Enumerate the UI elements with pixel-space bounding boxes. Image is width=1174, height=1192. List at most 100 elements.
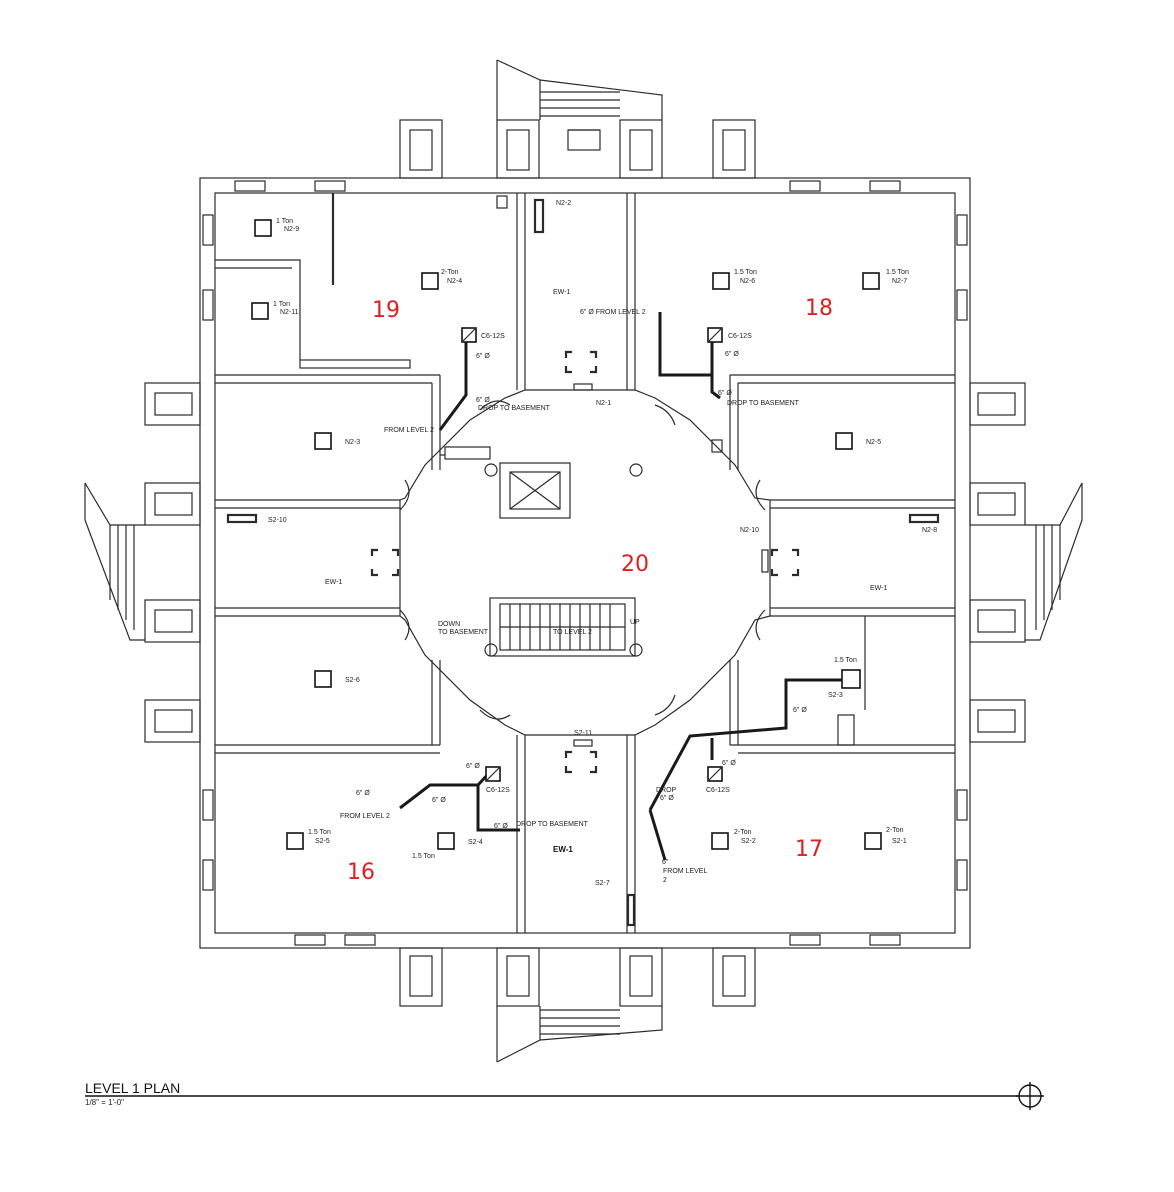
label-ew1-west: EW-1 [325,579,342,586]
label-down: DOWN [438,621,460,628]
label-c6-nw: C6-12S [481,333,505,340]
equipment-labels: N2-2 1 Ton N2-9 1 Ton N2-11 2-Ton N2-4 E… [268,200,937,887]
label-sw-dia4: 6" Ø [494,823,508,830]
label-n2-5: N2-5 [866,439,881,446]
label-ew1-north: EW-1 [553,289,570,296]
label-n2-9-ton: 1 Ton [276,218,293,225]
label-n2-6-ton: 1.5 Ton [734,269,757,276]
label-s2-1: S2-1 [892,838,907,845]
label-n2-1: N2-1 [596,400,611,407]
label-n2-3: N2-3 [345,439,360,446]
label-dia-ne1: 6" Ø [725,351,739,358]
room-number-16: 16 [347,860,375,885]
label-dia-nw2: 6" Ø [476,397,490,404]
plan-title: LEVEL 1 PLAN [85,1080,180,1096]
label-up: UP [630,619,640,626]
label-se-drop1: DROP [656,787,677,794]
label-se-dia1: 6" Ø [793,707,807,714]
label-n2-2: N2-2 [556,200,571,207]
label-c6-se: C6-12S [706,787,730,794]
label-s2-2: S2-2 [741,838,756,845]
label-s2-10: S2-10 [268,517,287,524]
unit-n2-4 [421,272,439,290]
label-sw-dia1: 6" Ø [466,763,480,770]
label-se-from3: 2 [663,877,667,884]
label-from-level2-ne: 6" Ø FROM LEVEL 2 [580,309,646,316]
label-n2-11-ton: 1 Ton [273,301,290,308]
room-number-18: 18 [805,296,833,321]
label-sw-dia2: 6" Ø [356,790,370,797]
c6-box-se [707,766,723,782]
label-s2-7: S2-7 [595,880,610,887]
label-ew1-south: EW-1 [553,845,573,854]
label-s2-6: S2-6 [345,677,360,684]
unit-s2-1 [864,832,882,850]
label-sw-from: FROM LEVEL 2 [340,813,390,820]
label-c6-ne: C6-12S [728,333,752,340]
unit-n2-6 [712,272,730,290]
fan-symbol-west [370,548,400,577]
unit-n2-7 [862,272,880,290]
label-s2-5: S2-5 [315,838,330,845]
label-se-drop2: 6" Ø [660,795,674,802]
label-dia-ne2: 6" Ø [718,390,732,397]
label-n2-7-ton: 1.5 Ton [886,269,909,276]
unit-n2-5 [835,432,853,450]
pilasters [144,119,1026,1007]
label-n2-6: N2-6 [740,278,755,285]
label-drop-ne: DROP TO BASEMENT [727,400,800,407]
c6-box-ne [707,327,723,343]
label-n2-11: N2-11 [280,309,299,316]
exhaust-fan-symbols [370,350,800,774]
fan-symbol-north [564,350,598,391]
unit-s2-4 [437,832,455,850]
unit-n2-11 [251,302,269,320]
label-sw-dia3: 6" Ø [432,797,446,804]
label-s2-4: S2-4 [468,839,483,846]
exterior-walls [199,177,971,949]
fan-symbol-south [564,739,598,774]
room-number-17: 17 [795,837,823,862]
label-drop-nw: DROP TO BASEMENT [478,405,551,412]
central-rotunda [399,389,771,736]
label-n2-4-ton: 2-Ton [441,269,459,276]
label-n2-9: N2-9 [284,226,299,233]
label-n2-8: N2-8 [922,527,937,534]
room-number-19: 19 [372,298,400,323]
label-n2-4: N2-4 [447,278,462,285]
label-to-level2: TO LEVEL 2 [553,629,592,636]
label-ew1-east: EW-1 [870,585,887,592]
label-se-from2: FROM LEVEL [663,868,707,875]
ductwork [399,312,842,861]
north-arrow-icon [1016,1082,1044,1110]
label-se-from1: 6" [662,859,669,866]
label-se-dia2: 6" Ø [722,760,736,767]
label-sw-drop: DROP TO BASEMENT [516,821,589,828]
fan-symbol-east [761,548,800,577]
c6-box-sw [485,766,501,782]
label-s2-3: S2-3 [828,692,843,699]
label-s2-4-ton: 1.5 Ton [412,853,435,860]
label-c6-sw: C6-12S [486,787,510,794]
label-s2-5-ton: 1.5 Ton [308,829,331,836]
interior-walls [215,193,955,933]
label-s2-11: S2-11 [574,730,592,737]
room-number-20: 20 [621,552,649,577]
unit-s2-2 [711,832,729,850]
entrance-stairs [84,59,1083,1063]
label-n2-7: N2-7 [892,278,907,285]
unit-s2-3 [841,669,861,689]
unit-n2-9 [254,219,272,237]
unit-n2-3 [314,432,332,450]
label-from-level2-nw: FROM LEVEL 2 [384,427,434,434]
label-s2-3-ton: 1.5 Ton [834,657,857,664]
fan-coil-units [251,219,882,850]
damper-boxes [461,327,723,782]
room-numbers: 19 18 20 17 16 [347,296,833,885]
label-s2-2-ton: 2-Ton [734,829,752,836]
label-n2-10: N2-10 [740,527,759,534]
unit-s2-5 [286,832,304,850]
label-to-basement: TO BASEMENT [438,629,489,636]
wall-units [226,195,940,927]
